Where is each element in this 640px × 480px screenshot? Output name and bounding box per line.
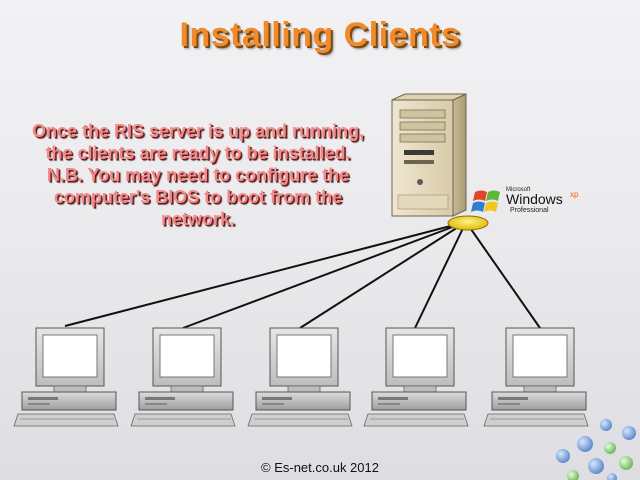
bubble-decor bbox=[622, 426, 636, 440]
windows-flag-icon bbox=[471, 190, 500, 212]
logo-sup-text: xp bbox=[570, 190, 579, 199]
bubble-decor bbox=[607, 473, 617, 480]
windows-xp-logo: Microsoft Windows xp Professional bbox=[471, 187, 579, 214]
cable-2 bbox=[182, 221, 467, 329]
cable-1 bbox=[64, 221, 467, 327]
bubble-decor bbox=[604, 442, 616, 454]
bubble-decor bbox=[619, 456, 633, 470]
decorative-bubbles bbox=[556, 419, 636, 480]
logo-small-text: Microsoft bbox=[506, 187, 531, 193]
cable-3 bbox=[299, 221, 467, 329]
client-computer-4 bbox=[363, 327, 469, 427]
client-computer-3 bbox=[247, 327, 353, 427]
client-computer-5 bbox=[483, 327, 589, 427]
bubble-decor bbox=[600, 419, 612, 431]
footer-copyright: © Es-net.co.uk 2012 bbox=[261, 460, 379, 475]
network-cables bbox=[64, 221, 541, 329]
logo-edition-text: Professional bbox=[510, 207, 549, 214]
bubble-decor bbox=[577, 436, 593, 452]
network-hub bbox=[447, 215, 489, 231]
bubble-decor bbox=[588, 458, 604, 474]
cable-4 bbox=[414, 221, 467, 329]
client-computers bbox=[13, 327, 589, 427]
client-computer-1 bbox=[13, 327, 119, 427]
body-text: Once the RIS server is up and running, t… bbox=[31, 121, 365, 229]
cable-5 bbox=[465, 221, 541, 329]
client-computer-2 bbox=[130, 327, 236, 427]
bubble-decor bbox=[567, 470, 579, 480]
server-tower bbox=[391, 93, 467, 217]
bubble-decor bbox=[556, 449, 570, 463]
slide-title: Installing Clients bbox=[179, 16, 461, 54]
logo-main-text: Windows bbox=[506, 191, 563, 207]
